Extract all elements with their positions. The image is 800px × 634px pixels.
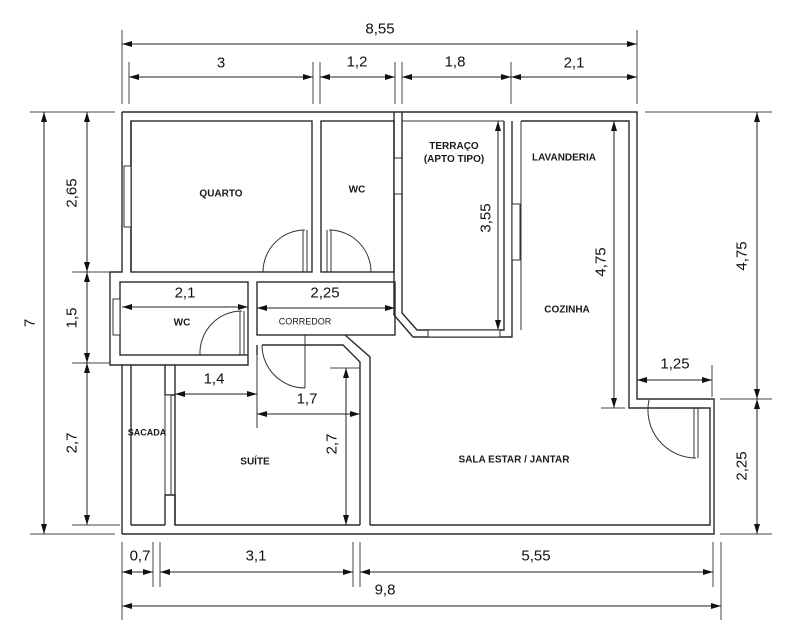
dim-corredor-width: 2,25 [310,284,340,302]
room-suite [122,355,360,526]
label-sacada: SACADA [127,427,167,438]
dim-left-3: 2,7 [63,432,81,454]
label-terraco: TERRAÇO (APTO TIPO) [424,140,484,166]
label-corredor: CORREDOR [278,316,332,327]
window-quarto [123,165,132,228]
dim-left-1: 2,65 [63,178,81,208]
dim-bottom-2: 3,1 [245,547,267,565]
dim-terraco-height: 3,55 [477,203,495,233]
room-terraco [393,112,521,338]
dim-top-3: 1,8 [444,53,466,71]
label-terraco-line2: (APTO TIPO) [423,154,485,165]
dim-cozinha-height: 4,75 [592,247,610,277]
dim-suite-upper: 1,4 [203,370,225,388]
dim-right-upper: 4,75 [733,241,751,271]
dim-bottom-3: 5,55 [521,547,551,565]
exterior-walls [109,111,715,535]
room-wc-top [320,120,403,273]
dim-top-total: 8,55 [365,20,395,38]
window-lavanderia [511,203,521,261]
dim-right-lower: 2,25 [733,451,751,481]
dim-suite-height: 2,7 [323,433,341,455]
dim-entry-width: 1,25 [660,355,690,373]
dim-top-4: 2,1 [563,54,585,72]
room-wc-mid [112,281,249,356]
dim-left-2: 1,5 [63,307,81,329]
label-sala: SALA ESTAR / JANTAR [458,454,570,466]
door-sacada [164,394,172,496]
dimension-lines [30,30,772,620]
dim-suite-lower: 1,7 [296,390,318,408]
window-wc-top [393,157,403,195]
label-wc-top: WC [348,184,366,196]
label-lavanderia: LAVANDERIA [531,152,597,164]
window-wc-mid [112,298,121,336]
label-suite: SUÍTE [240,456,270,468]
dim-top-1: 3 [216,54,226,72]
label-cozinha: COZINHA [544,304,590,316]
label-quarto: QUARTO [199,188,243,200]
label-wc-mid: WC [173,317,191,329]
room-quarto [123,120,313,273]
dim-left-total: 7 [21,318,39,328]
entry-door [647,399,699,459]
dim-bottom-1: 0,7 [129,547,151,565]
window-terraco [427,329,501,338]
label-terraco-line1: TERRAÇO [429,141,479,152]
dim-bottom-total: 9,8 [374,581,396,599]
dim-wc-width: 2,1 [174,284,196,302]
dim-top-2: 1,2 [346,53,368,71]
